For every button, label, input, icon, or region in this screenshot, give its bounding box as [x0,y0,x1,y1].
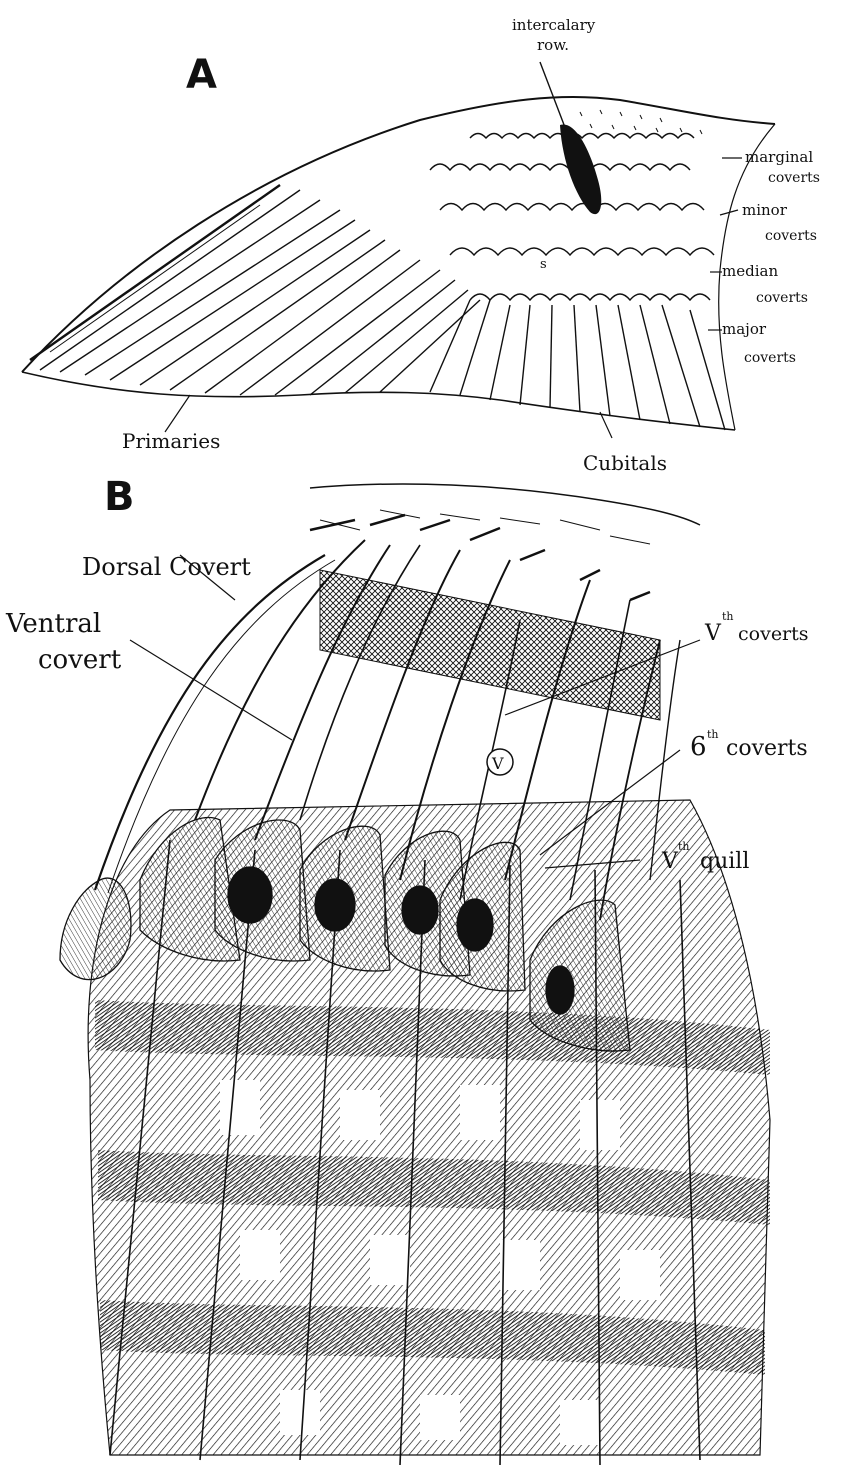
label-marginal: marginal [745,148,813,166]
intercalary-patch [560,124,601,214]
wing-a-drawing [22,97,775,430]
label-cubitals: Cubitals [583,451,667,475]
label-v-coverts-sup: th [722,610,734,623]
label-v-quill-sup: th [678,840,690,853]
label-ventral-covert: covert [38,645,122,675]
label-major-coverts: coverts [744,350,796,366]
panel-a: A [22,16,820,475]
circled-v-mark: V [491,754,504,773]
label-v-coverts-word: coverts [738,623,809,645]
label-marginal-coverts: coverts [768,170,820,186]
label-v-quill-word: quill [700,849,749,874]
label-minor-coverts: coverts [765,228,817,244]
panel-b: B [5,474,809,1465]
label-intercalary-row: row. [537,36,569,54]
label-v-quill-numeral: V [661,849,679,874]
label-ventral: Ventral [5,609,101,639]
label-v-coverts-numeral: V [704,621,722,646]
label-v-coverts: V th coverts [704,610,809,646]
panel-b-letter: B [104,474,135,520]
label-6th-coverts: 6 th coverts [690,728,808,762]
label-s-mark: s [540,257,547,272]
label-intercalary: intercalary [512,16,596,34]
label-median-coverts: coverts [756,290,808,306]
label-dorsal-covert: Dorsal Covert [82,553,251,581]
label-6th-coverts-sup: th [707,728,719,741]
label-major: major [722,320,767,338]
label-6th-coverts-word: coverts [726,736,808,761]
covert-band [320,570,660,720]
label-6th-coverts-numeral: 6 [690,732,707,762]
label-minor: minor [742,201,788,219]
label-primaries: Primaries [122,429,220,453]
panel-a-letter: A [186,52,217,98]
label-median: median [722,262,778,280]
